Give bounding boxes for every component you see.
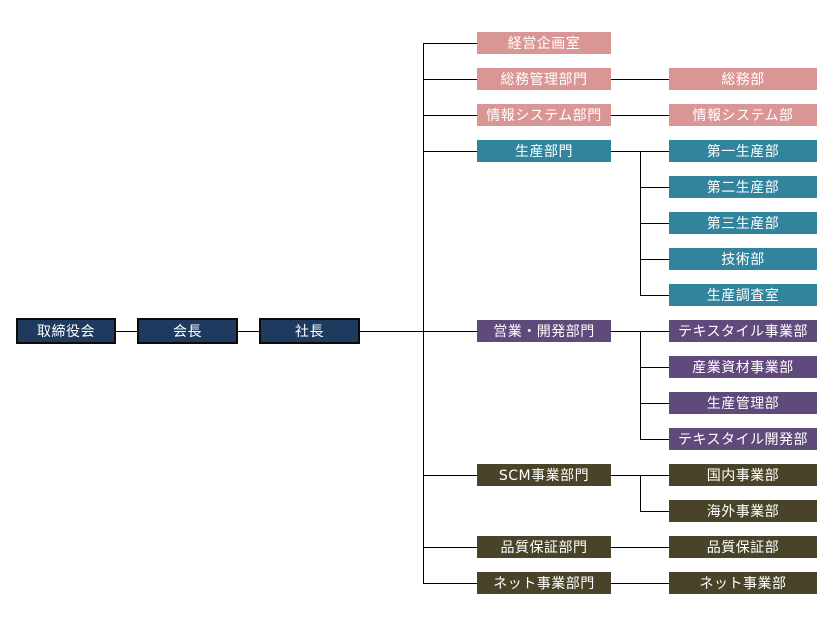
dept-connector	[611, 546, 669, 548]
department-box: 生産調査室	[669, 284, 817, 306]
dept-bracket	[639, 151, 641, 295]
department-box: 総務部	[669, 68, 817, 90]
exec-connector	[238, 330, 259, 332]
dept-branch	[640, 294, 669, 296]
dept-connector	[611, 114, 669, 116]
dept-connector	[611, 330, 640, 332]
executive-box: 社長	[259, 318, 360, 344]
dept-branch	[640, 366, 669, 368]
division-box: 生産部門	[477, 140, 611, 162]
department-box: 第一生産部	[669, 140, 817, 162]
department-box: 海外事業部	[669, 500, 817, 522]
dept-connector	[611, 78, 669, 80]
division-connector	[423, 582, 477, 584]
department-box: 国内事業部	[669, 464, 817, 486]
dept-branch	[640, 438, 669, 440]
division-connector	[423, 114, 477, 116]
department-box: 生産管理部	[669, 392, 817, 414]
executive-box: 取締役会	[16, 318, 116, 344]
dept-branch	[640, 150, 669, 152]
dept-bracket	[639, 475, 641, 511]
department-box: 品質保証部	[669, 536, 817, 558]
dept-branch	[640, 402, 669, 404]
division-connector	[423, 546, 477, 548]
division-trunk	[422, 43, 424, 583]
dept-branch	[640, 222, 669, 224]
dept-branch	[640, 474, 669, 476]
dept-branch	[640, 510, 669, 512]
division-connector	[423, 150, 477, 152]
department-box: 技術部	[669, 248, 817, 270]
exec-connector	[116, 330, 137, 332]
department-box: 産業資材事業部	[669, 356, 817, 378]
division-connector	[423, 78, 477, 80]
division-connector	[423, 42, 477, 44]
dept-branch	[640, 330, 669, 332]
department-box: テキスタイル事業部	[669, 320, 817, 342]
division-box: 営業・開発部門	[477, 320, 611, 342]
dept-connector	[611, 474, 640, 476]
division-box: 総務管理部門	[477, 68, 611, 90]
division-box: 情報システム部門	[477, 104, 611, 126]
dept-branch	[640, 186, 669, 188]
division-box: 経営企画室	[477, 32, 611, 54]
dept-connector	[611, 582, 669, 584]
executive-box: 会長	[137, 318, 238, 344]
division-box: SCM事業部門	[477, 464, 611, 486]
dept-branch	[640, 258, 669, 260]
department-box: ネット事業部	[669, 572, 817, 594]
dept-connector	[611, 150, 640, 152]
department-box: テキスタイル開発部	[669, 428, 817, 450]
division-connector	[423, 474, 477, 476]
president-connector	[360, 330, 423, 332]
department-box: 第三生産部	[669, 212, 817, 234]
division-box: ネット事業部門	[477, 572, 611, 594]
dept-bracket	[639, 331, 641, 439]
department-box: 第二生産部	[669, 176, 817, 198]
division-box: 品質保証部門	[477, 536, 611, 558]
department-box: 情報システム部	[669, 104, 817, 126]
division-connector	[423, 330, 477, 332]
